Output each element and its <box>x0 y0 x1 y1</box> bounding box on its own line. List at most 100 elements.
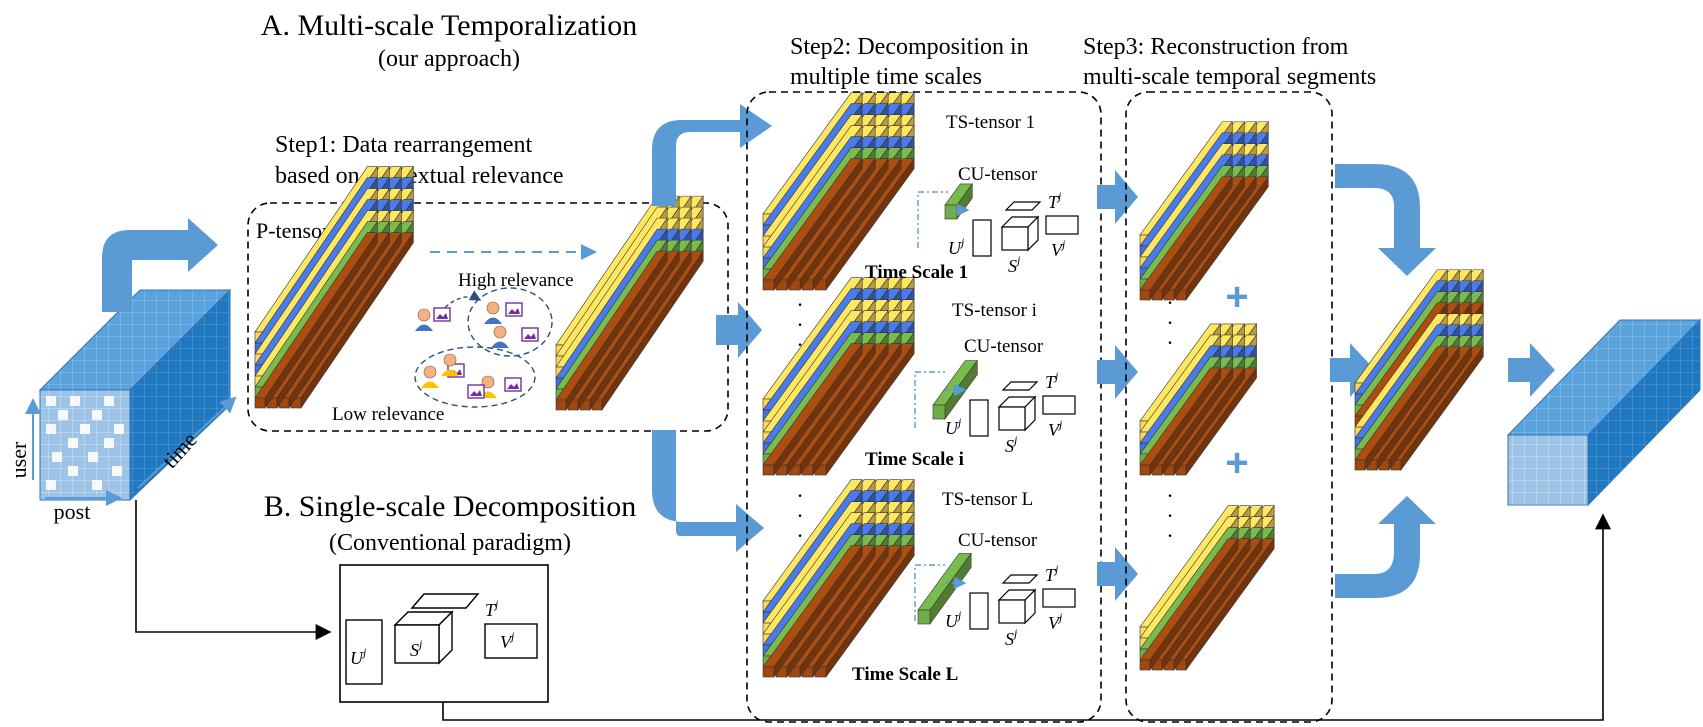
ellipsis-dot: · <box>1166 290 1173 315</box>
v-factor-label-superscript: j <box>1060 237 1066 251</box>
step3-label-line2: multi-scale temporal segments <box>1083 64 1376 90</box>
step1-label-line2: based on contextual relevance <box>275 163 564 189</box>
user-body-icon <box>415 324 433 331</box>
post-image-icon <box>504 377 522 392</box>
ellipsis-dot: · <box>1166 330 1173 355</box>
title-a: A. Multi-scale Temporalization <box>261 9 637 42</box>
ts-tensor-1-stack <box>762 91 915 291</box>
cu-tensor-label: CU-tensor <box>958 530 1038 551</box>
v-factor-label: Vj <box>1048 610 1063 633</box>
t-factor-slab <box>1004 201 1042 211</box>
u-factor-box <box>969 592 989 630</box>
v-factor-box <box>1042 588 1076 608</box>
v-factor-label-superscript: j <box>1057 417 1063 431</box>
u-factor-label: Uj <box>945 415 962 438</box>
merged-tensor-stack <box>1354 268 1484 471</box>
post-image-icon <box>505 302 523 317</box>
user-head-icon <box>481 375 495 389</box>
post-image-icon <box>467 384 485 399</box>
big-arrow-to-ts-i <box>716 302 762 358</box>
user-head-icon <box>443 353 457 367</box>
low-relevance-label: Low relevance <box>332 404 444 425</box>
bar-front-face <box>762 279 775 291</box>
ellipsis-dot: · <box>1166 483 1173 508</box>
t-factor-label-superscript: j <box>1056 189 1062 203</box>
low-relevance-cluster <box>414 346 536 408</box>
arrows-to-merged <box>1330 164 1436 598</box>
s-factor-label: Sj <box>1008 253 1021 276</box>
step1-box <box>247 202 729 432</box>
t-factor-label-superscript: j <box>1053 369 1059 383</box>
ts-tensor-i-stack <box>762 276 915 476</box>
user-head-icon <box>493 325 507 339</box>
ellipsis-dot: · <box>796 292 803 317</box>
t-factor-label: Tj <box>1045 369 1059 392</box>
decomp-dashdot-line <box>917 191 948 248</box>
decomp-dashdot-line <box>914 371 945 428</box>
t-factor-label: Tj <box>1045 562 1059 585</box>
s-factor-label: Sj <box>1005 626 1018 649</box>
time-scale-i-label: Time Scale i <box>865 449 964 470</box>
cu-tensor-label: CU-tensor <box>958 164 1038 185</box>
output-data-cube <box>1506 318 1702 507</box>
big-arrow-to-ts-1 <box>652 104 772 206</box>
time-scale-1-label: Time Scale 1 <box>865 262 968 283</box>
post-image-icon <box>521 327 539 342</box>
user-icons <box>415 301 539 399</box>
post-image-content <box>508 308 520 314</box>
u-factor-label: Uj <box>945 608 962 631</box>
bar-front-face <box>555 399 567 411</box>
temporal-segment-1 <box>1139 120 1269 301</box>
high-relevance-cluster <box>467 287 553 357</box>
t-factor-label-superscript: j <box>493 597 499 611</box>
post-image-content <box>470 390 482 396</box>
plus-sign-2: + <box>1225 441 1248 485</box>
s-factor-label-superscript: j <box>1015 253 1021 267</box>
ts-tensor-L-label: TS-tensor L <box>942 489 1033 510</box>
cu-tensor-decompositions: CU-tensorUjSjTjVjCU-tensorUjSjTjVjCU-ten… <box>914 164 1079 649</box>
ellipsis-dot: · <box>796 483 803 508</box>
bar-front-face <box>254 397 266 409</box>
p-tensor-label: P-tensor <box>256 218 330 243</box>
u-factor-label: Uj <box>948 235 965 258</box>
time-scale-L-label: Time Scale L <box>852 664 958 685</box>
user-head-icon <box>486 301 500 315</box>
step2-label-line2: multiple time scales <box>790 64 982 90</box>
t-factor-slab <box>1001 574 1039 584</box>
arrows-to-step3 <box>1097 170 1138 601</box>
v-factor-label: Vj <box>1051 237 1066 260</box>
bar-front-face <box>762 464 775 476</box>
v-factor-label-superscript: j <box>509 629 515 643</box>
high-relevance-label: High relevance <box>458 270 574 291</box>
ellipsis-dot: · <box>796 503 803 528</box>
axis-post-label: post <box>54 499 91 524</box>
ts-tensor-1-label: TS-tensor 1 <box>946 112 1035 133</box>
s-factor-front <box>998 406 1026 431</box>
step3-ellipsis-dots: ······ <box>1166 290 1173 548</box>
u-factor-box <box>969 399 989 437</box>
ellipsis-dot: · <box>796 523 803 548</box>
user-body-icon <box>441 369 459 376</box>
post-image-content <box>524 333 536 339</box>
p-tensor-stack <box>254 165 414 409</box>
u-factor-label-superscript: j <box>959 235 965 249</box>
step2-ellipsis-dots: ······ <box>796 292 803 548</box>
step3-label-line1: Step3: Reconstruction from <box>1083 34 1349 60</box>
t-factor-slab <box>1001 381 1039 391</box>
u-factor-label-superscript: j <box>956 608 962 622</box>
input-data-cube <box>38 288 232 502</box>
title-b: B. Single-scale Decomposition <box>264 490 636 523</box>
bar-front-face <box>932 404 946 420</box>
s-factor-label-superscript: j <box>1012 626 1018 640</box>
ts-tensor-i-label: TS-tensor i <box>952 300 1037 321</box>
user-head-icon <box>423 365 437 379</box>
bar-front-face <box>1139 659 1151 671</box>
decomp-dashdot-line <box>914 564 945 621</box>
ellipsis-dot: · <box>1166 503 1173 528</box>
s-factor-label: Sj <box>1005 433 1018 456</box>
s-factor-front <box>394 624 440 664</box>
temporal-segment-L <box>1139 504 1275 671</box>
t-factor-slab <box>410 593 480 609</box>
